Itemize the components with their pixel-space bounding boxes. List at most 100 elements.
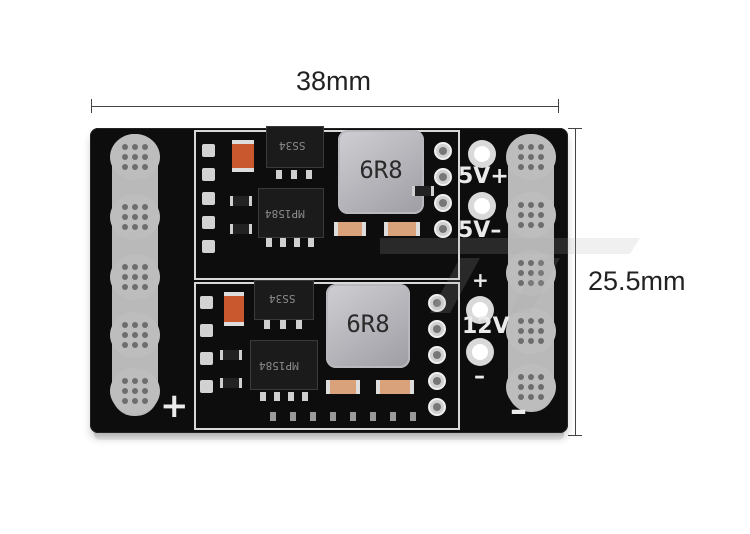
height-dimension-tick-top xyxy=(568,128,582,129)
pad-perforation xyxy=(538,154,544,160)
pad-perforation xyxy=(528,202,534,208)
pad-perforation xyxy=(122,154,128,160)
pad-perforation xyxy=(142,164,148,170)
pad-perforation xyxy=(518,154,524,160)
pad-perforation xyxy=(142,154,148,160)
pad-perforation xyxy=(538,202,544,208)
pad-perforation xyxy=(142,332,148,338)
output-5v-negative-label: 5V– xyxy=(458,218,502,243)
pad-perforation xyxy=(132,342,138,348)
pad-perforation xyxy=(142,398,148,404)
capacitor-tantalum-top xyxy=(232,140,254,172)
pad-perforation xyxy=(518,318,524,324)
pad-perforation xyxy=(538,394,544,400)
input-pad-left xyxy=(110,134,160,416)
pad-perforation xyxy=(528,338,534,344)
input-pad-right xyxy=(506,134,556,412)
input-positive-label: + xyxy=(160,386,189,426)
output-5v-negative-hole xyxy=(468,192,496,220)
pad-perforation xyxy=(122,164,128,170)
pad-perforation xyxy=(132,398,138,404)
pad-perforation xyxy=(528,318,534,324)
pad-perforation xyxy=(122,144,128,150)
width-dimension-tick-right xyxy=(558,99,559,113)
pad-perforation xyxy=(528,144,534,150)
pad-perforation xyxy=(538,222,544,228)
pad-perforation xyxy=(132,274,138,280)
pad-perforation xyxy=(142,204,148,210)
pad-perforation xyxy=(142,144,148,150)
pad-perforation xyxy=(122,388,128,394)
watermark-shape xyxy=(380,238,640,313)
module-top-outline xyxy=(194,130,460,280)
pad-perforation xyxy=(132,204,138,210)
pad-perforation xyxy=(528,394,534,400)
height-dimension-line xyxy=(575,128,576,436)
pad-perforation xyxy=(528,154,534,160)
input-negative-label: – xyxy=(510,390,527,430)
inductor-top: 6R8 xyxy=(338,130,424,214)
pad-perforation xyxy=(122,398,128,404)
pad-perforation xyxy=(132,144,138,150)
pad-perforation xyxy=(538,260,544,266)
pad-perforation xyxy=(518,260,524,266)
pad-perforation xyxy=(518,338,524,344)
pad-perforation xyxy=(132,284,138,290)
pad-perforation xyxy=(142,378,148,384)
pad-perforation xyxy=(528,212,534,218)
diode-bottom: SS34 xyxy=(254,280,314,320)
width-dimension-label: 38mm xyxy=(296,66,372,96)
pad-perforation xyxy=(518,374,524,380)
pad-perforation xyxy=(142,224,148,230)
height-dimension-label: 25.5mm xyxy=(588,266,686,296)
pad-perforation xyxy=(132,322,138,328)
pad-perforation xyxy=(538,328,544,334)
pad-perforation xyxy=(538,318,544,324)
pad-perforation xyxy=(518,394,524,400)
pad-perforation xyxy=(538,280,544,286)
pad-perforation xyxy=(132,164,138,170)
width-dimension-line xyxy=(91,106,559,107)
regulator-ic-top: MP1584 xyxy=(258,188,324,238)
pcb-board: + – SS34 MP1584 6R8 SS34 MP1584 6R8 5V+ … xyxy=(90,126,568,433)
pad-perforation xyxy=(132,378,138,384)
pad-perforation xyxy=(538,384,544,390)
output-12v-negative-hole xyxy=(466,338,494,366)
pad-perforation xyxy=(528,164,534,170)
pad-perforation xyxy=(122,224,128,230)
capacitor-bottom-2 xyxy=(376,380,414,394)
pad-perforation xyxy=(528,222,534,228)
pad-perforation xyxy=(122,284,128,290)
pad-perforation xyxy=(142,388,148,394)
pad-perforation xyxy=(538,374,544,380)
regulator-ic-bottom: MP1584 xyxy=(250,340,318,390)
output-5v-positive-hole xyxy=(468,140,496,168)
capacitor-bottom-1 xyxy=(326,380,360,394)
pad-perforation xyxy=(132,224,138,230)
pad-perforation xyxy=(528,270,534,276)
module-bottom-outline xyxy=(194,282,460,430)
pad-perforation xyxy=(528,280,534,286)
capacitor-top-2 xyxy=(384,222,420,236)
pad-perforation xyxy=(122,322,128,328)
pad-perforation xyxy=(518,280,524,286)
diode-top: SS34 xyxy=(266,126,324,168)
pad-perforation xyxy=(142,342,148,348)
pcb-edge xyxy=(94,430,564,440)
pad-perforation xyxy=(538,212,544,218)
pad-perforation xyxy=(518,384,524,390)
pad-perforation xyxy=(142,264,148,270)
pad-perforation xyxy=(518,164,524,170)
pad-perforation xyxy=(528,384,534,390)
pad-perforation xyxy=(528,328,534,334)
width-dimension-tick-left xyxy=(91,99,92,113)
pad-perforation xyxy=(122,214,128,220)
pad-perforation xyxy=(538,270,544,276)
inductor-bottom: 6R8 xyxy=(326,284,410,368)
pad-perforation xyxy=(122,274,128,280)
pad-perforation xyxy=(142,322,148,328)
pad-perforation xyxy=(122,204,128,210)
pad-perforation xyxy=(518,328,524,334)
pad-perforation xyxy=(132,214,138,220)
capacitor-top-1 xyxy=(334,222,366,236)
